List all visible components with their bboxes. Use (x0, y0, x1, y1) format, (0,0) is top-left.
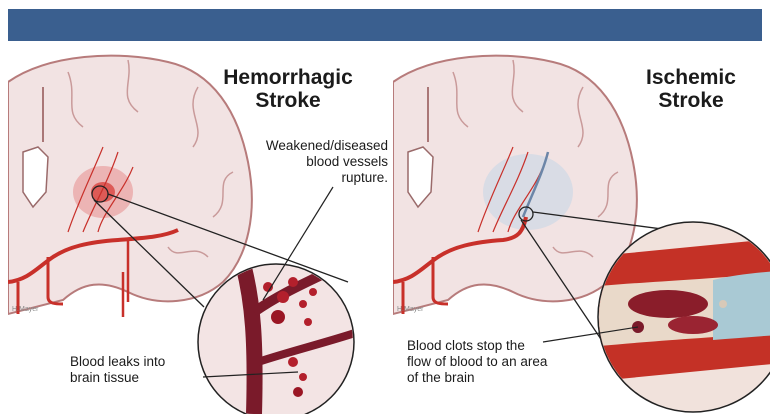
rupture-line2: blood vessels (220, 154, 388, 170)
ischemic-stroke-panel: Ischemic Stroke Blood clots stop the flo… (393, 42, 770, 414)
leak-line2: brain tissue (70, 370, 210, 386)
hemorrhagic-title-line1: Hemorrhagic (208, 66, 368, 89)
illustrator-credit-right: H.Mayer (397, 306, 423, 313)
hemorrhagic-stroke-panel: Hemorrhagic Stroke Weakened/diseased blo… (8, 42, 391, 414)
clot-line1: Blood clots stop the (407, 338, 597, 354)
ischemic-title-line1: Ischemic (621, 66, 761, 89)
leak-line1: Blood leaks into (70, 354, 210, 370)
ischemic-title: Ischemic Stroke (621, 66, 761, 112)
ischemic-area (483, 154, 573, 230)
clot-callout: Blood clots stop the flow of blood to an… (407, 338, 597, 386)
rupture-callout: Weakened/diseased blood vessels rupture. (220, 138, 388, 186)
hemorrhagic-title: Hemorrhagic Stroke (208, 66, 368, 112)
leak-callout: Blood leaks into brain tissue (70, 354, 210, 386)
rupture-line1: Weakened/diseased (220, 138, 388, 154)
ischemic-title-line2: Stroke (621, 89, 761, 112)
clot-line2: flow of blood to an area (407, 354, 597, 370)
header-band (8, 9, 762, 41)
clot-line3: of the brain (407, 370, 597, 386)
rupture-line3: rupture. (220, 170, 388, 186)
hemorrhagic-title-line2: Stroke (208, 89, 368, 112)
illustrator-credit-left: H.Mayer (12, 306, 38, 313)
